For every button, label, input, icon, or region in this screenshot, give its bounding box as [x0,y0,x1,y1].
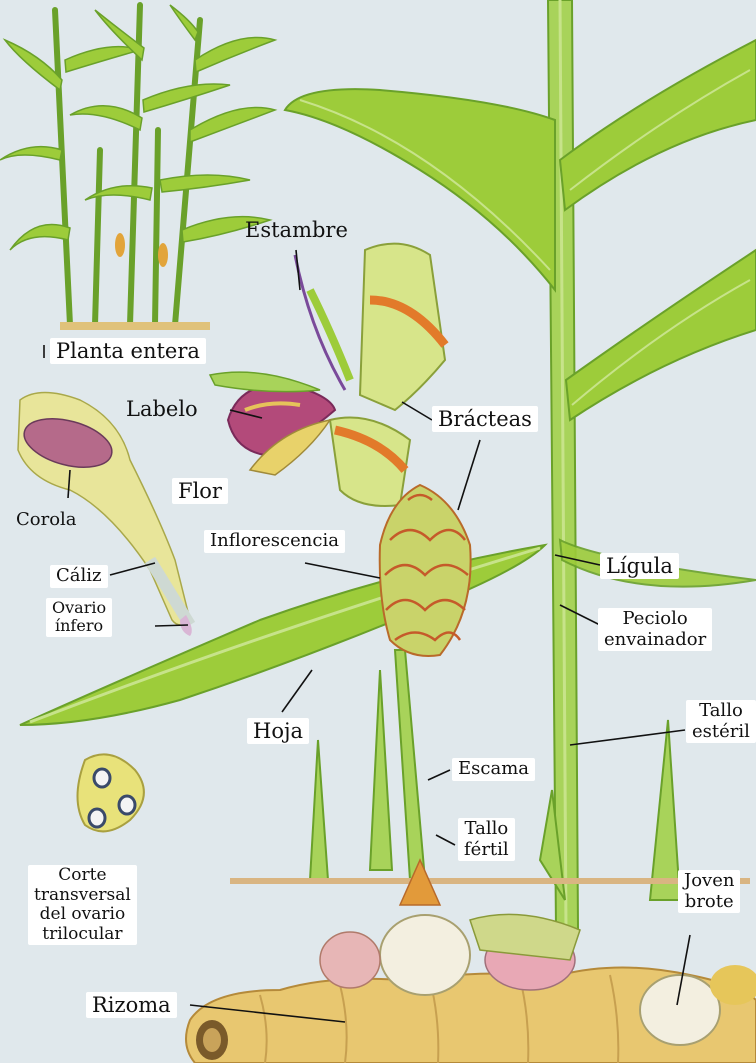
label-planta-entera: Planta entera [50,338,206,364]
whole-plant-ground [60,322,210,330]
label-ovario-infero-line2: ínfero [52,617,106,635]
label-labelo: Labelo [126,397,198,421]
label-corte-line3: del ovario [34,905,131,925]
label-peciolo-envainador: Peciolo envainador [598,608,712,651]
label-corola: Corola [16,510,77,531]
label-tallo-fertil-line2: fértil [464,840,509,861]
label-bracteas: Brácteas [432,406,538,432]
label-ovario-infero: Ovario ínfero [46,598,112,637]
label-joven-line1: Joven [684,871,734,892]
label-hoja: Hoja [247,718,309,744]
label-escama: Escama [452,758,535,781]
label-estambre: Estambre [245,218,348,242]
label-tallo-esteril-line2: estéril [692,722,750,743]
label-tallo-fertil-line1: Tallo [464,819,509,840]
label-flor: Flor [172,478,228,504]
label-rizoma: Rizoma [86,992,177,1018]
label-tallo-esteril-line1: Tallo [692,701,750,722]
label-tallo-fertil: Tallo fértil [458,818,515,861]
label-caliz: Cáliz [50,565,108,588]
ground-line [230,878,750,884]
label-ovario-infero-line1: Ovario [52,599,106,617]
label-corte-line2: transversal [34,886,131,906]
label-ligula: Lígula [600,553,679,579]
label-joven-brote: Joven brote [678,870,740,913]
label-peciolo-line2: envainador [604,630,706,651]
label-peciolo-line1: Peciolo [604,609,706,630]
label-corte-transversal: Corte transversal del ovario trilocular [28,865,137,945]
label-inflorescencia: Inflorescencia [204,530,345,553]
label-tallo-esteril: Tallo estéril [686,700,756,743]
label-corte-line4: trilocular [34,925,131,945]
label-joven-line2: brote [684,892,734,913]
label-corte-line1: Corte [34,866,131,886]
